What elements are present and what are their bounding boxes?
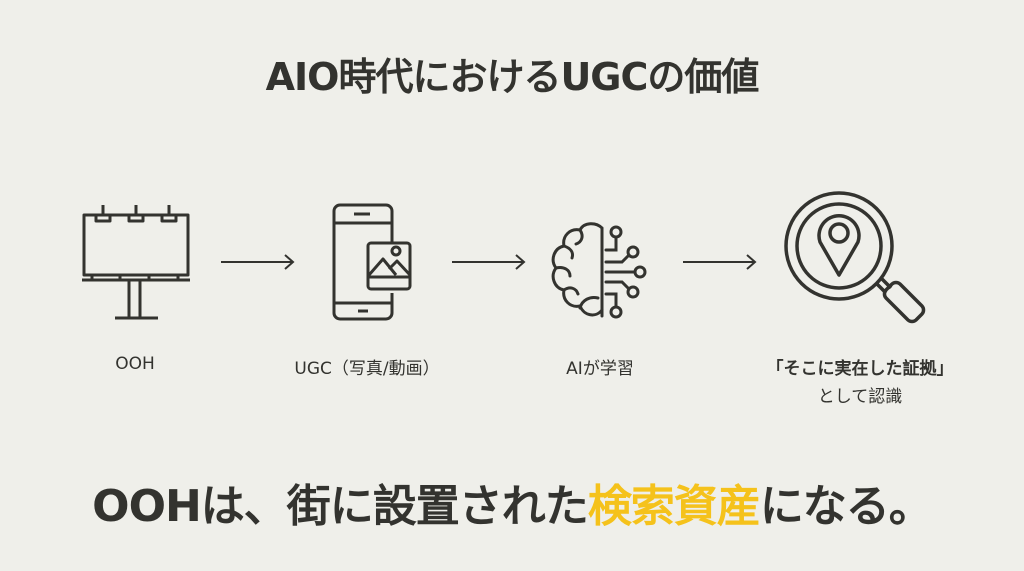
ai-brain-icon xyxy=(550,212,660,322)
right-arrow-icon xyxy=(683,254,757,274)
step-label-ooh: OOH xyxy=(115,354,155,374)
location-search-icon xyxy=(782,190,932,335)
headline: OOHは、街に設置された検索資産になる。 xyxy=(0,470,1024,534)
step-label-ai-learning: AIが学習 xyxy=(566,359,634,379)
page-title: AIO時代におけるUGCの価値 xyxy=(265,55,760,99)
headline-before: OOHは、街に設置された xyxy=(92,481,589,532)
headline-highlight: 検索資産 xyxy=(587,481,761,532)
headline-after: になる。 xyxy=(759,481,933,532)
billboard-icon xyxy=(80,203,190,323)
step-label-recognized: として認識 xyxy=(817,387,903,407)
smartphone-photo-icon xyxy=(332,203,412,323)
right-arrow-icon xyxy=(221,254,295,274)
right-arrow-icon xyxy=(452,254,526,274)
step-label-evidence: 「そこに実在した証拠」 xyxy=(766,359,954,379)
step-label-ugc: UGC（写真/動画） xyxy=(294,359,440,379)
